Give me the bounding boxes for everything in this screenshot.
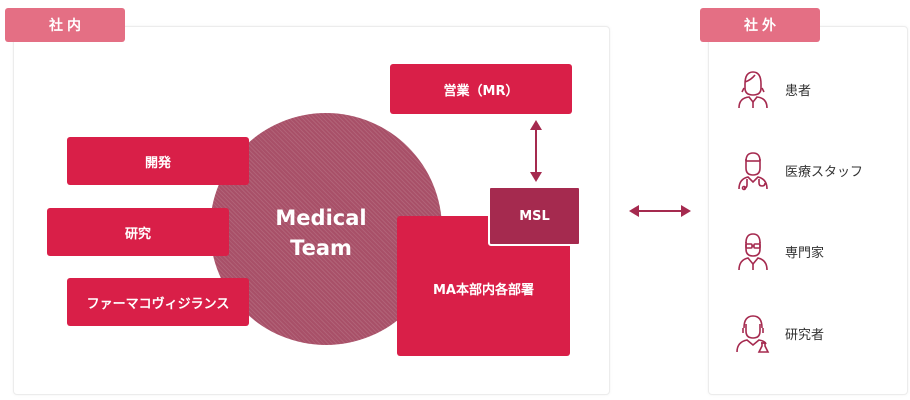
dept-development: 開発 xyxy=(67,137,249,185)
external-tab: 社外 xyxy=(700,8,820,42)
external-panel xyxy=(708,26,908,395)
sales-mr-box: 営業（MR） xyxy=(390,64,572,114)
external-item-label: 医療スタッフ xyxy=(785,164,864,180)
internal-tab: 社内 xyxy=(5,8,125,42)
medical-team-line-2: Team xyxy=(290,236,352,260)
researcher-icon xyxy=(736,315,770,353)
msl-box: MSL xyxy=(488,186,581,246)
external-item-label: 研究者 xyxy=(785,327,825,343)
expert-icon xyxy=(738,233,768,271)
external-item-label: 患者 xyxy=(785,83,812,99)
external-item-expert: 専門家 xyxy=(735,230,824,272)
medical-team-label: Medical Team xyxy=(246,203,396,263)
external-item-patient: 患者 xyxy=(735,68,811,110)
medical-team-line-1: Medical xyxy=(275,206,367,230)
ma-departments-label: MA本部内各部署 xyxy=(433,282,534,298)
patient-icon xyxy=(738,71,768,109)
medical-staff-icon xyxy=(738,152,768,191)
dept-research: 研究 xyxy=(47,208,229,256)
dept-pharmacovigilance: ファーマコヴィジランス xyxy=(67,278,249,326)
horizontal-double-arrow-icon xyxy=(629,205,691,217)
external-item-label: 専門家 xyxy=(785,245,825,261)
vertical-double-arrow-icon xyxy=(530,120,542,182)
external-item-researcher: 研究者 xyxy=(735,312,824,354)
external-item-medical-staff: 医療スタッフ xyxy=(735,149,863,191)
